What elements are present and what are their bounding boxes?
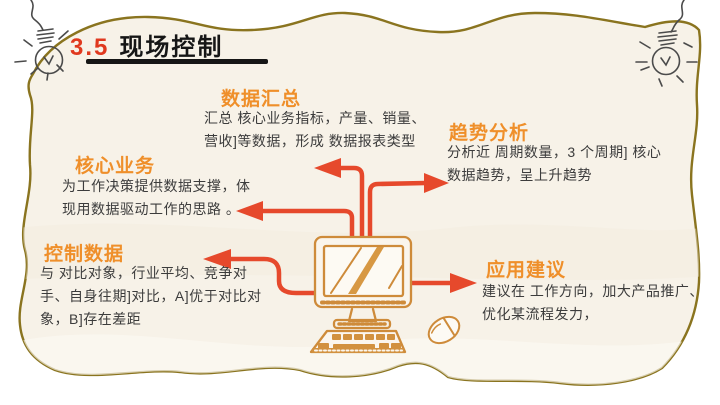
lightbulb-left-icon (14, 0, 69, 81)
mouse-icon (427, 315, 461, 345)
arrowhead-control-data (203, 249, 231, 269)
connector-control-data (227, 256, 323, 296)
section-body-trend-analysis: 分析近 周期数量，3 个周期] 核心 数据趋势，呈上升趋势 (447, 141, 661, 187)
body-line: 与 对比对象，行业平均、竞争对 (40, 265, 248, 281)
slide-title-number: 3.5 (70, 34, 110, 61)
section-heading-control-data: 控制数据 (44, 244, 125, 265)
connector-trend-analysis (367, 180, 429, 241)
section-heading-application-advice: 应用建议 (486, 260, 567, 281)
arrowhead-core-business (236, 201, 263, 221)
section-body-data-summary: 汇总 核心业务指标，产量、销量、 营收]等数据，形成 数据报表类型 (204, 107, 426, 153)
arrowhead-data-summary (314, 158, 341, 178)
computer-icon (309, 235, 413, 354)
section-heading-core-business: 核心业务 (75, 156, 156, 177)
slide-title-text: 现场控制 (119, 34, 224, 61)
body-line: 为工作决策提供数据支撑，体 (62, 178, 251, 194)
body-line: 汇总 核心业务指标，产量、销量、 (204, 110, 426, 126)
title-underline (86, 59, 268, 64)
lightbulb-right-icon (635, 0, 698, 87)
body-line: 分析近 周期数量，3 个周期] 核心 (447, 144, 662, 160)
section-body-core-business: 为工作决策提供数据支撑，体 现用数据驱动工作的思路 。 (62, 175, 251, 221)
connector-arrows (227, 165, 455, 296)
section-body-application-advice: 建议在 工作方向，加大产品推广、 优化某流程发力， (482, 280, 704, 326)
body-line: 象，B]存在差距 (40, 311, 142, 327)
arrowhead-trend-analysis (424, 173, 449, 193)
body-line: 营收]等数据，形成 数据报表类型 (204, 133, 416, 149)
body-line: 数据趋势，呈上升趋势 (447, 167, 592, 183)
body-line: 优化某流程发力， (482, 306, 598, 322)
connector-data-summary (337, 165, 365, 241)
body-line: 手、自身往期]对比，A]优于对比对 (40, 288, 262, 304)
connector-core-business (259, 208, 355, 241)
section-heading-data-summary: 数据汇总 (221, 89, 302, 110)
arrowhead-application-advice (450, 273, 477, 293)
body-line: 建议在 工作方向，加大产品推广、 (482, 283, 704, 299)
section-heading-trend-analysis: 趋势分析 (449, 123, 530, 144)
body-line: 现用数据驱动工作的思路 。 (62, 201, 241, 217)
slide-title: 3.5 现场控制 (70, 27, 223, 62)
section-body-control-data: 与 对比对象，行业平均、竞争对 手、自身往期]对比，A]优于对比对 象，B]存在… (40, 262, 262, 331)
connector-arrowheads (203, 158, 477, 293)
